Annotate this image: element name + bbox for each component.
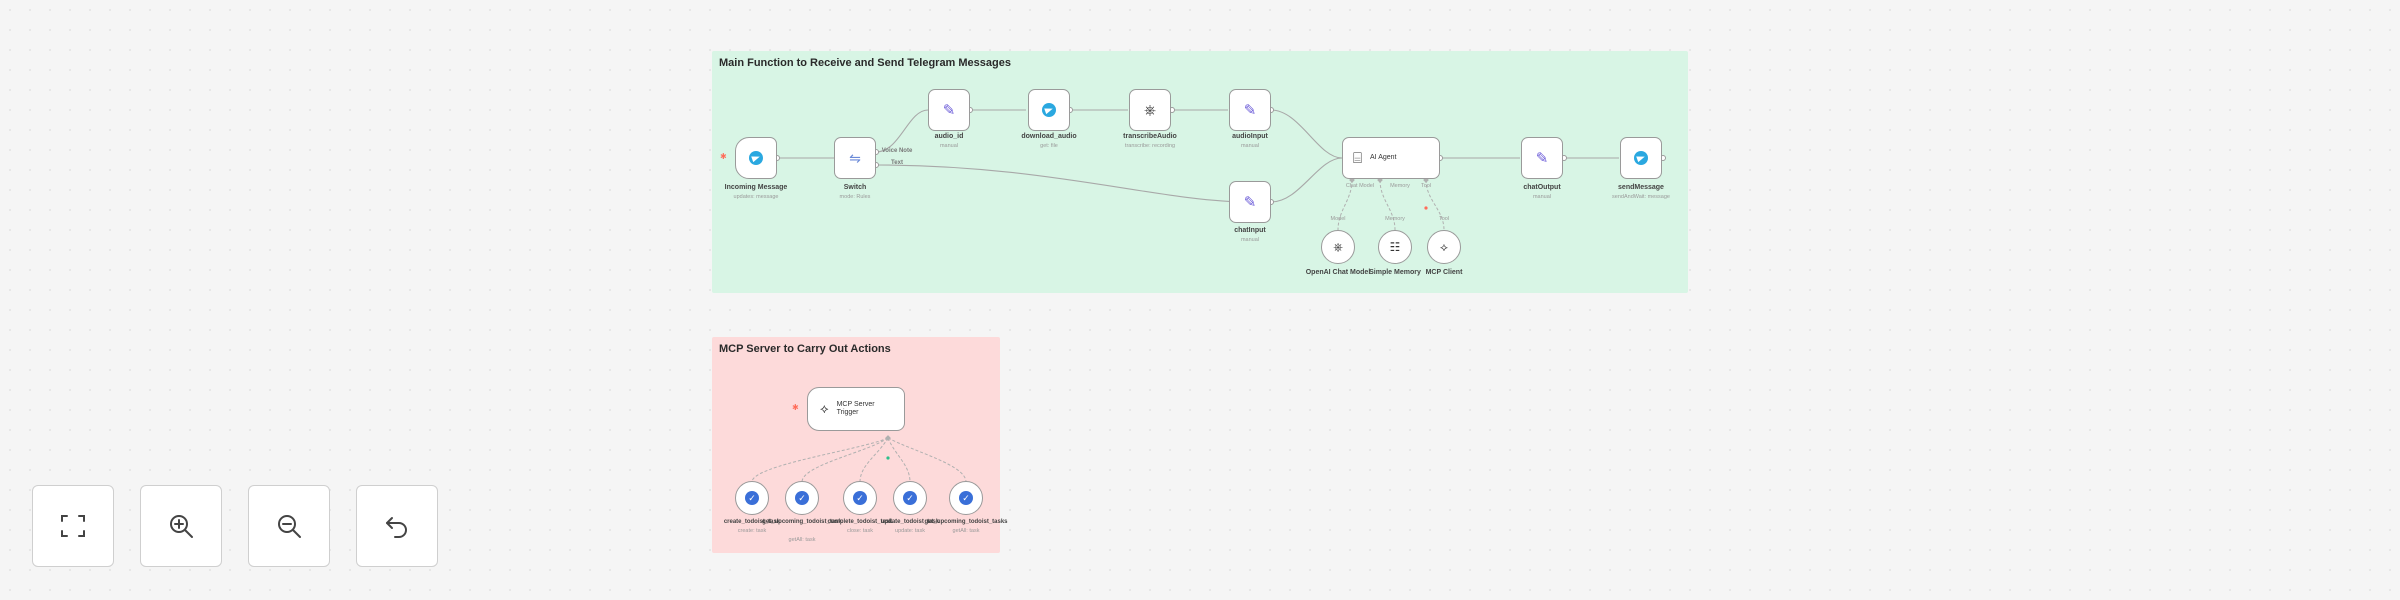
node-label: MCP Server Trigger [836, 401, 875, 416]
node-label: MCP Client [1425, 269, 1463, 276]
badge-label-memory: Memory [1385, 216, 1405, 222]
openai-icon: ⎈ [1333, 239, 1343, 254]
node-incoming-message[interactable] [735, 137, 777, 179]
node-label: sendMessage [1618, 184, 1664, 191]
node-sublabel: manual [1240, 237, 1260, 243]
reset-zoom-button[interactable] [356, 485, 438, 567]
edge-label-chat-model: Chat Model [1345, 183, 1375, 189]
zoom-out-button[interactable] [248, 485, 330, 567]
node-openai-chat-model[interactable]: ⎈ [1321, 230, 1355, 264]
node-label: complete_todoist_task [827, 519, 893, 525]
badge-label-model: Model [1330, 216, 1346, 222]
node-label: transcribeAudio [1123, 133, 1177, 140]
node-label: AI Agent [1370, 154, 1397, 161]
edge-label-memory: Memory [1390, 183, 1410, 189]
telegram-icon [1634, 151, 1648, 165]
telegram-icon [749, 151, 763, 165]
node-sublabel: manual [1532, 194, 1552, 200]
node-label: Incoming Message [724, 184, 788, 191]
node-sublabel: sendAndWait: message [1612, 194, 1670, 200]
node-sublabel: transcribe: recording [1124, 143, 1176, 149]
node-label: get_upcoming_todoist_task [762, 519, 842, 525]
node-label: get_upcoming_todoist_tasks [924, 519, 1008, 525]
node-label: Simple Memory [1369, 269, 1421, 276]
zoom-in-icon [170, 515, 193, 538]
trigger-star-icon: ✱ [792, 403, 799, 412]
node-ai-agent[interactable]: ⌸ AI Agent [1342, 137, 1440, 179]
undo-icon [386, 517, 407, 538]
node-label: chatOutput [1523, 184, 1561, 191]
zoom-in-button[interactable] [140, 485, 222, 567]
node-label: update_todoist_task [880, 519, 940, 525]
node-sublabel: update: task [895, 528, 925, 534]
trigger-star-icon: ✱ [720, 152, 727, 161]
fullscreen-icon [61, 515, 85, 537]
node-mcp-client[interactable]: ⟡ [1427, 230, 1461, 264]
robot-icon: ⌸ [1353, 149, 1363, 167]
node-label: download_audio [1021, 133, 1077, 140]
mcp-icon: ⟡ [820, 401, 829, 416]
pencil-icon: ✎ [1535, 149, 1549, 167]
node-tool-create-task[interactable]: ✓ [735, 481, 769, 515]
node-label: audio_id [934, 133, 964, 140]
node-label: audioInput [1232, 133, 1268, 140]
node-chat-output[interactable]: ✎ [1521, 137, 1563, 179]
pencil-icon: ✎ [942, 101, 956, 119]
node-sublabel: getAll: task [952, 528, 980, 534]
sticky-title-main: Main Function to Receive and Send Telegr… [719, 57, 1011, 69]
node-sublabel: create: task [737, 528, 767, 534]
node-tool-get-upcoming-tasks[interactable]: ✓ [949, 481, 983, 515]
node-sublabel: getAll: task [788, 537, 816, 543]
badge-label-tool: Tool [1438, 216, 1450, 222]
switch-icon: ⇋ [849, 149, 861, 166]
edge-label-tool: Tool [1420, 183, 1432, 189]
node-download-audio[interactable] [1028, 89, 1070, 131]
mcp-icon: ⟡ [1440, 239, 1448, 254]
edge-label-voice: Voice Note [881, 148, 913, 154]
node-simple-memory[interactable]: ☷ [1378, 230, 1412, 264]
node-switch[interactable]: ⇋ [834, 137, 876, 179]
node-label: create_todoist_task [723, 519, 781, 525]
node-sublabel: close: task [847, 528, 873, 534]
sticky-title-mcp: MCP Server to Carry Out Actions [719, 343, 891, 355]
node-transcribe-audio[interactable]: ⎈ [1129, 89, 1171, 131]
node-tool-get-upcoming-task[interactable]: ✓ [785, 481, 819, 515]
telegram-icon [1042, 103, 1056, 117]
todoist-tool-icon: ✓ [959, 491, 973, 505]
todoist-tool-icon: ✓ [853, 491, 867, 505]
todoist-tool-icon: ✓ [795, 491, 809, 505]
node-audio-input[interactable]: ✎ [1229, 89, 1271, 131]
node-sublabel: updates: message [733, 194, 779, 200]
pencil-icon: ✎ [1243, 193, 1257, 211]
node-sublabel: manual [1240, 143, 1260, 149]
node-label: OpenAI Chat Model [1305, 269, 1371, 276]
node-sublabel: manual [939, 143, 959, 149]
zoom-out-icon [278, 515, 301, 538]
fit-view-button[interactable] [32, 485, 114, 567]
pencil-icon: ✎ [1243, 101, 1257, 119]
todoist-tool-icon: ✓ [903, 491, 917, 505]
node-mcp-server-trigger[interactable]: ⟡ MCP Server Trigger [807, 387, 905, 431]
node-sublabel: get: file [1040, 143, 1058, 149]
node-label: chatInput [1234, 227, 1266, 234]
node-chat-input[interactable]: ✎ [1229, 181, 1271, 223]
node-sublabel: mode: Rules [839, 194, 871, 200]
node-tool-complete-task[interactable]: ✓ [843, 481, 877, 515]
node-send-message[interactable] [1620, 137, 1662, 179]
database-icon: ☷ [1389, 239, 1401, 254]
openai-icon: ⎈ [1143, 101, 1156, 119]
todoist-tool-icon: ✓ [745, 491, 759, 505]
node-audio-id[interactable]: ✎ [928, 89, 970, 131]
node-label: Switch [843, 184, 867, 191]
node-tool-update-task[interactable]: ✓ [893, 481, 927, 515]
edge-label-text: Text [891, 160, 903, 166]
